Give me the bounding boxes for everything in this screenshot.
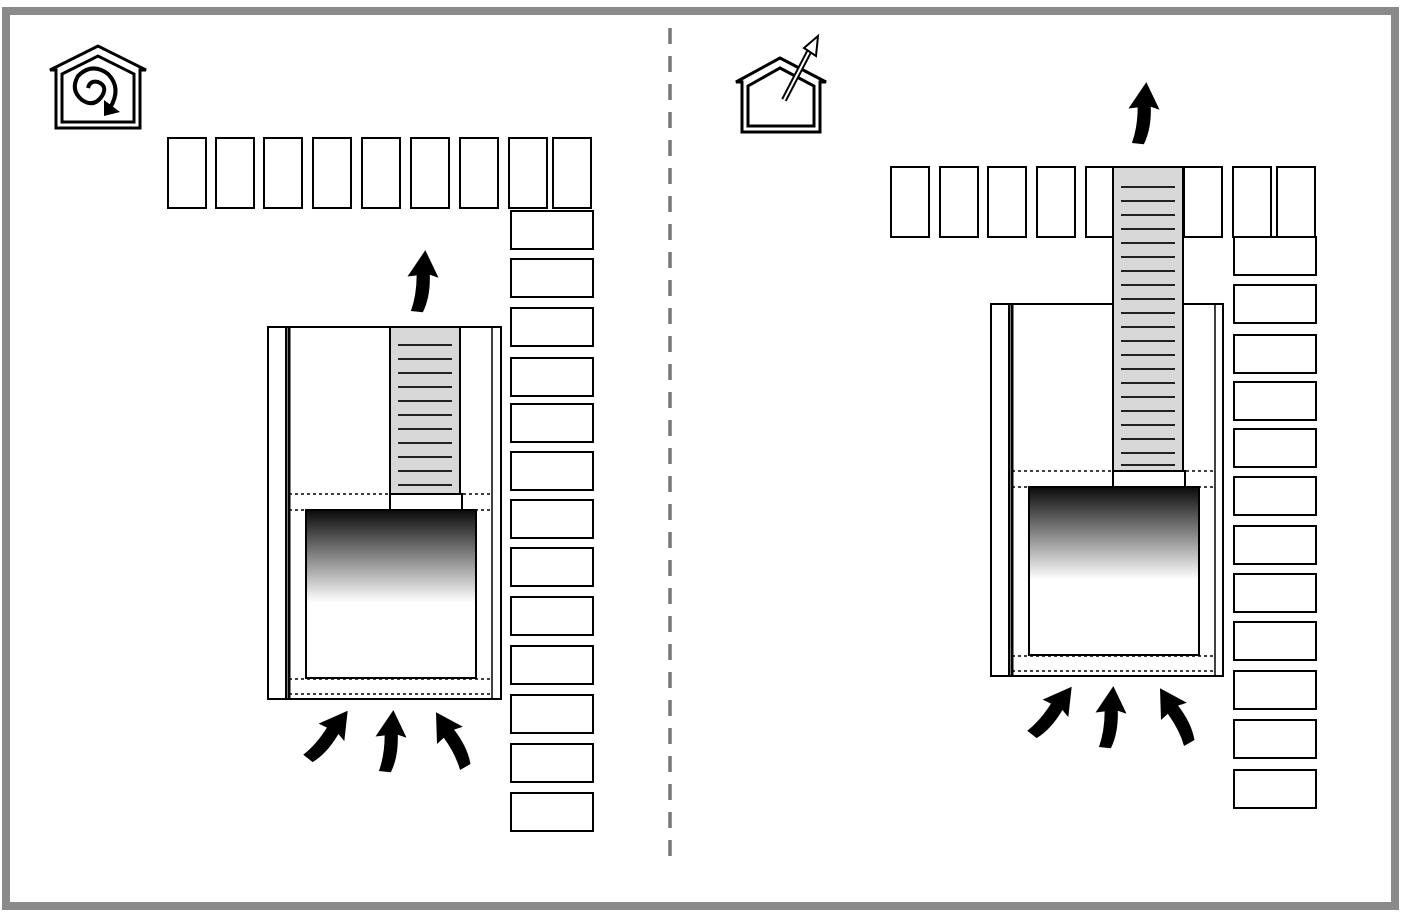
- house-vent-out-icon: [735, 33, 827, 134]
- heater-unit-left: [267, 326, 502, 700]
- panel-recirculation: [49, 44, 594, 832]
- house-recirculation-icon: [49, 44, 147, 130]
- air-in-arrows-left: [297, 701, 481, 774]
- outer-frame: [2, 7, 1399, 910]
- brick-wall-top-left: [167, 137, 592, 209]
- panel-exhaust: [735, 33, 1317, 809]
- brick-wall-side-left: [510, 210, 594, 832]
- air-in-arrows-right: [1021, 677, 1205, 750]
- brick-wall-side-right: [1233, 236, 1317, 809]
- heater-unit-right: [990, 166, 1224, 677]
- air-out-arrow-left: [403, 248, 442, 314]
- brick-wall-top-right: [890, 166, 1316, 238]
- air-out-arrow-right: [1124, 80, 1163, 146]
